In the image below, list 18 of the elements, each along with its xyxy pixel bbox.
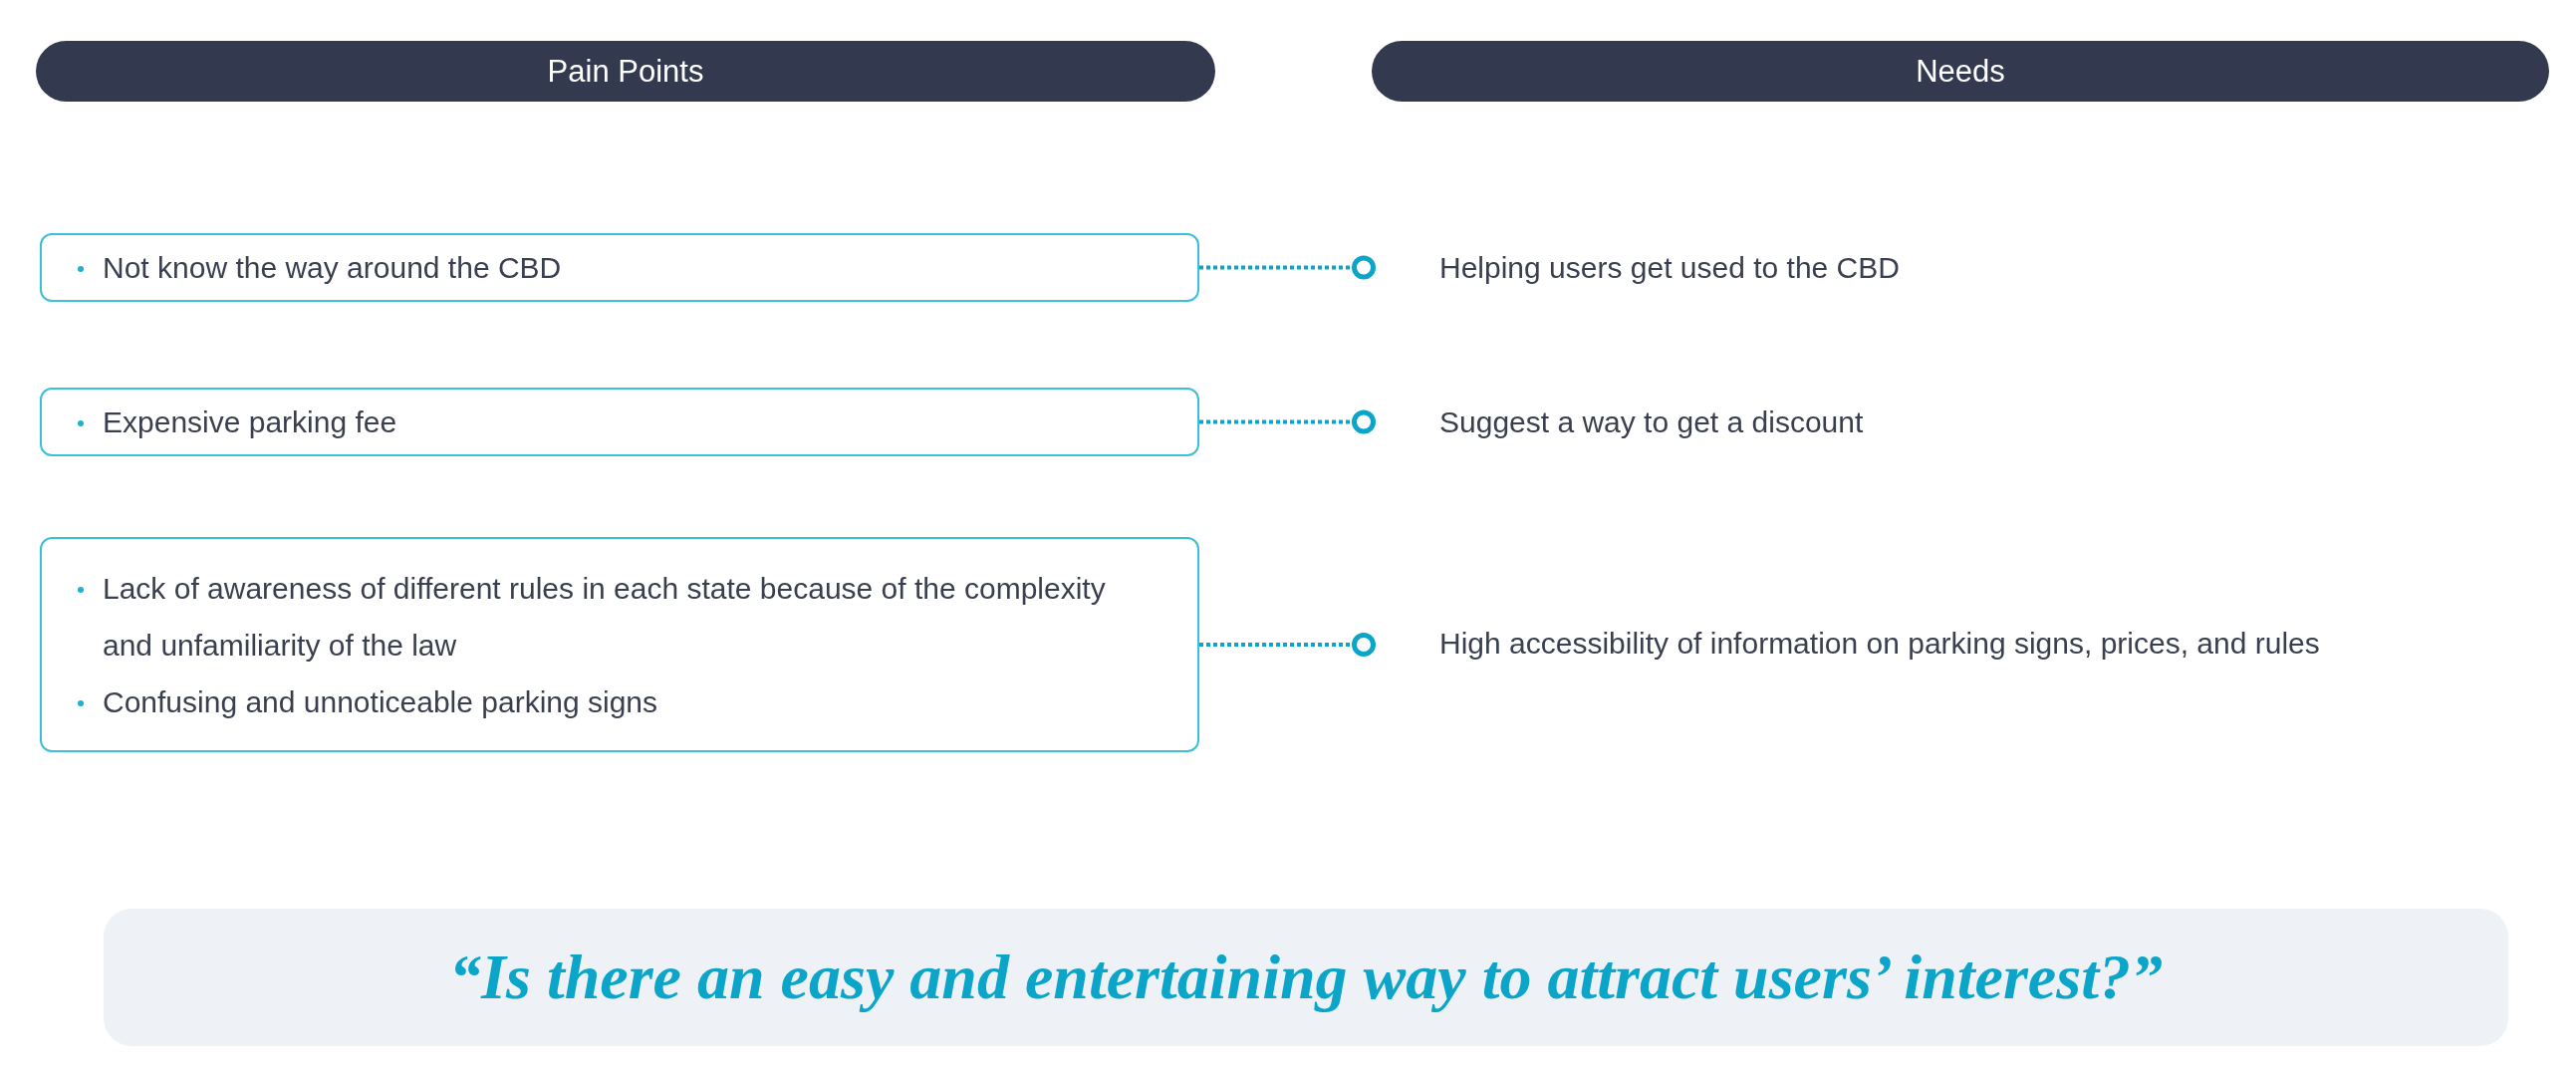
pain-point-box	[40, 233, 1199, 302]
pain-point-text: Expensive parking fee	[78, 394, 1158, 450]
pain-point-text: Not know the way around the CBD	[78, 239, 1158, 296]
pain-point-box	[40, 388, 1199, 456]
pain-point-box	[40, 537, 1199, 752]
header-bar	[36, 41, 1215, 102]
pain-point-text: Lack of awareness of different rules in each state because of the complexity and unfamiliarity of the law	[78, 559, 1158, 673]
need-text: Helping users get used to the CBD	[1439, 250, 1900, 285]
dotted-connector	[1199, 255, 1376, 280]
need-text: High accessibility of information on parking signs, prices, and rules	[1439, 626, 2320, 661]
dotted-connector	[1199, 633, 1376, 657]
dotted-connector	[1199, 409, 1376, 434]
header-bar	[1372, 41, 2549, 102]
question-text: “Is there an easy and entertaining way to attract users’ interest?”	[449, 941, 2163, 1014]
pain-point-text: Confusing and unnoticeable parking signs	[78, 673, 1158, 730]
column-heading: Needs	[1916, 53, 2005, 90]
column-heading: Pain Points	[547, 53, 704, 90]
need-text: Suggest a way to get a discount	[1439, 404, 1864, 439]
